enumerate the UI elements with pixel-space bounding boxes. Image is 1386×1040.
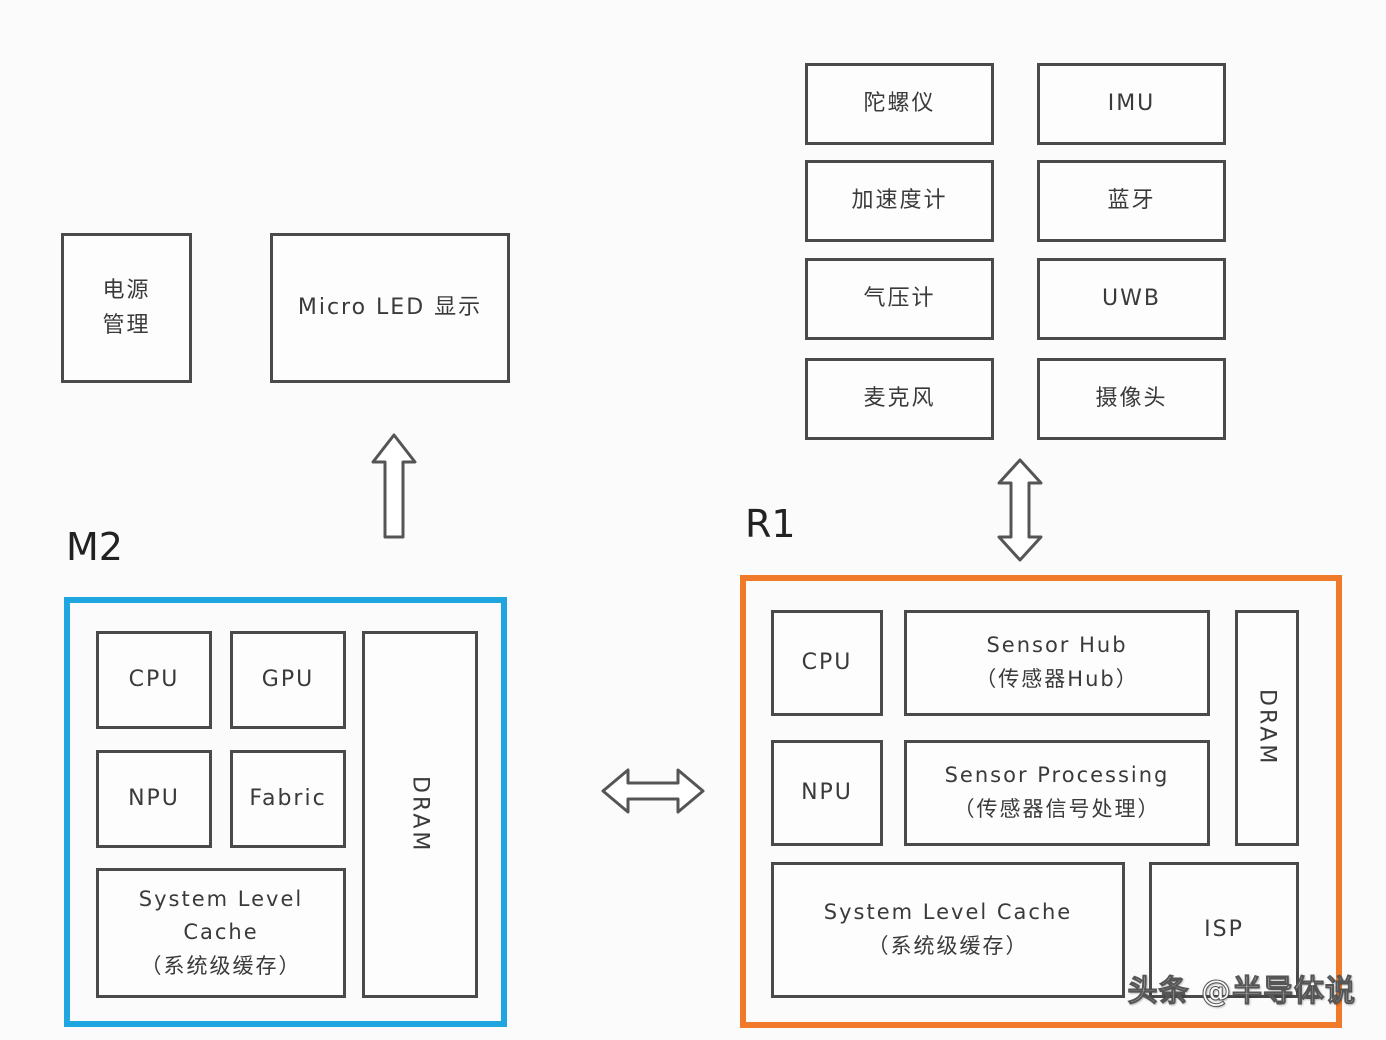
r1-npu-box: NPU — [771, 740, 883, 846]
bluetooth-box: 蓝牙 — [1037, 160, 1226, 242]
m2-chip-frame — [64, 597, 507, 1027]
accelerometer-box: 加速度计 — [805, 160, 994, 242]
m2-system-level-cache-box: System Level Cache （系统级缓存） — [96, 868, 346, 998]
m2-gpu-box: GPU — [230, 631, 346, 729]
r1-sensor-hub-box: Sensor Hub （传感器Hub） — [904, 610, 1210, 716]
up-arrow-icon — [371, 433, 417, 539]
r1-title: R1 — [745, 502, 796, 546]
power-management-box: 电源 管理 — [61, 233, 192, 383]
r1-dram-label: DRAM — [1254, 689, 1280, 767]
m2-dram-label: DRAM — [407, 775, 433, 854]
r1-system-level-cache-box: System Level Cache （系统级缓存） — [771, 862, 1125, 998]
m2-title: M2 — [66, 525, 123, 569]
imu-box: IMU — [1037, 63, 1226, 145]
m2-fabric-box: Fabric — [230, 750, 346, 848]
m2-cpu-box: CPU — [96, 631, 212, 729]
barometer-box: 气压计 — [805, 258, 994, 340]
camera-box: 摄像头 — [1037, 358, 1226, 440]
r1-dram-box: DRAM — [1235, 610, 1299, 846]
gyroscope-box: 陀螺仪 — [805, 63, 994, 145]
double-vertical-arrow-icon — [997, 458, 1043, 562]
watermark-text: 头条 @半导体说 — [1127, 974, 1356, 1010]
double-horizontal-arrow-icon — [601, 768, 705, 814]
micro-led-display-box: Micro LED 显示 — [270, 233, 510, 383]
m2-dram-box: DRAM — [362, 631, 478, 998]
uwb-box: UWB — [1037, 258, 1226, 340]
m2-npu-box: NPU — [96, 750, 212, 848]
microphone-box: 麦克风 — [805, 358, 994, 440]
r1-isp-box: ISP — [1149, 862, 1299, 998]
r1-chip-frame — [740, 575, 1342, 1028]
r1-sensor-processing-box: Sensor Processing （传感器信号处理） — [904, 740, 1210, 846]
r1-cpu-box: CPU — [771, 610, 883, 716]
